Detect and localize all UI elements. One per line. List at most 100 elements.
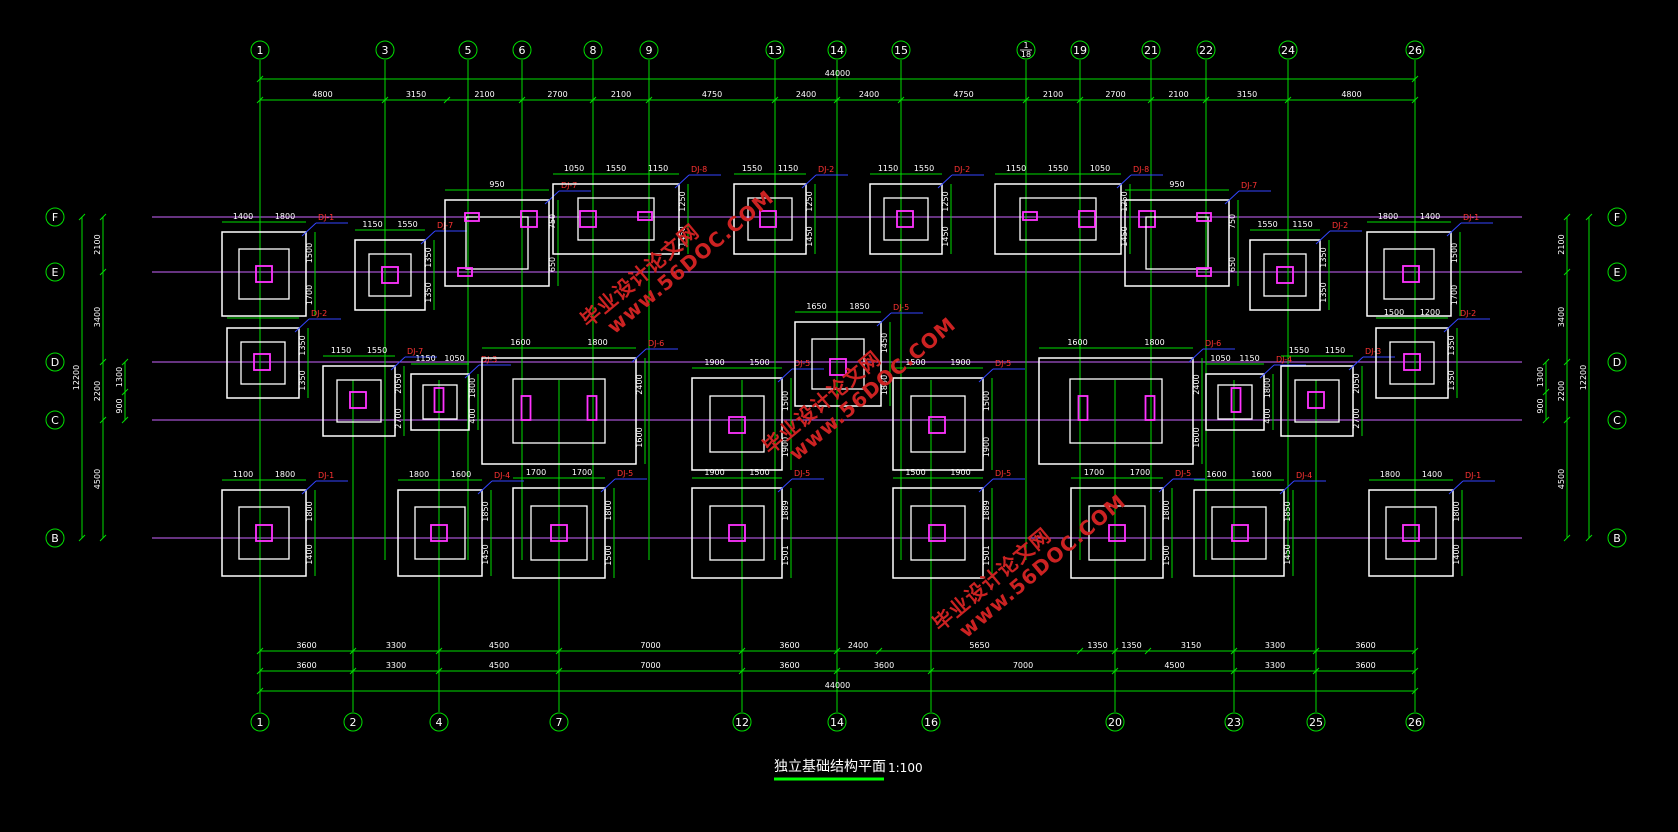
dim-left-inner-label-1: 3400 xyxy=(93,307,102,327)
axis-left-E-circle xyxy=(45,262,65,282)
axis-bottom-6-label: 16 xyxy=(924,716,938,729)
footing-outer xyxy=(691,377,783,471)
tag-leader xyxy=(420,230,436,245)
footing-inner xyxy=(238,506,290,560)
axis-top-2-circle xyxy=(458,40,478,60)
footing-tag: DJ-5 xyxy=(794,359,810,368)
footing-dim-1: 1600 xyxy=(510,338,530,347)
footing-side-dim-1: 1500 xyxy=(982,391,991,411)
axis-top-10-circle xyxy=(1070,40,1090,60)
watermark-url: www.56DOC.COM xyxy=(954,489,1130,642)
axis-bottom-10-label: 26 xyxy=(1408,716,1422,729)
column-1 xyxy=(550,524,568,542)
dim-bottom-1-label-1: 3300 xyxy=(386,641,406,650)
axis-top-3-label: 6 xyxy=(519,44,526,57)
footing-dim-2: 1500 xyxy=(749,468,769,477)
axis-right-F-label: F xyxy=(1614,211,1620,224)
footing-side-dim-1: 1800 xyxy=(1263,378,1272,398)
dim-bottom-2-label-7: 4500 xyxy=(1164,661,1184,670)
column-1 xyxy=(255,524,273,542)
dim-bottom-1-label-9: 3150 xyxy=(1181,641,1201,650)
footing-inner xyxy=(240,341,286,385)
footing-tag: DJ-2 xyxy=(1460,309,1476,318)
dim-top-label-4: 2100 xyxy=(611,90,631,99)
footing-outer xyxy=(552,183,680,255)
column-2 xyxy=(1078,210,1096,228)
tag-leader xyxy=(1279,480,1295,495)
dim-right-inner-label-2: 2200 xyxy=(1557,381,1566,401)
footing-outer xyxy=(733,183,807,255)
dim-top-tick-1 xyxy=(381,96,389,104)
axis-right-C-circle xyxy=(1607,410,1627,430)
column-1 xyxy=(430,524,448,542)
dim-bottom-1-tick-6 xyxy=(875,647,883,655)
tag-leader xyxy=(674,174,690,189)
axis-bottom-6-circle xyxy=(921,712,941,732)
dim-bottom-1-label-0: 3600 xyxy=(296,641,316,650)
dim-right-inner-tick-3 xyxy=(1563,416,1571,424)
footing-dim-1: 1150 xyxy=(331,346,351,355)
footing-side-dim-2: 1700 xyxy=(305,285,314,305)
dim-top-tick-14 xyxy=(1411,96,1419,104)
footing-dim-1: 1550 xyxy=(1257,220,1277,229)
footing-dim-2: 1800 xyxy=(587,338,607,347)
tag-leader xyxy=(1443,318,1459,333)
footing-inner xyxy=(336,379,382,423)
column-2 xyxy=(586,395,598,421)
footing-outer xyxy=(1124,199,1230,287)
dim-right-inner-tick-4 xyxy=(1563,534,1571,542)
footing-dim-3: 1150 xyxy=(648,164,668,173)
footing-side-dim-1: 1889 xyxy=(982,500,991,520)
footing-outer xyxy=(1205,373,1265,431)
dim-right-inner-label-1: 3400 xyxy=(1557,307,1566,327)
column-1 xyxy=(759,210,777,228)
dim-bottom-overall-tick-0 xyxy=(256,687,264,695)
axis-left-F-label: F xyxy=(52,211,58,224)
footing-outer xyxy=(994,183,1122,255)
dim-bottom-1-label-7: 1350 xyxy=(1087,641,1107,650)
footing-dim-1: 1400 xyxy=(233,212,253,221)
axis-left-C-circle xyxy=(45,410,65,430)
axis-bottom-5-circle xyxy=(827,712,847,732)
dim-bottom-2-label-4: 3600 xyxy=(779,661,799,670)
dim-top-tick-12 xyxy=(1202,96,1210,104)
dim-right-outer-tick-1 xyxy=(1585,534,1593,542)
dim-top-tick-6 xyxy=(771,96,779,104)
footing-outer xyxy=(397,489,483,577)
footing-tag: DJ-1 xyxy=(1463,213,1479,222)
footing-outer xyxy=(691,487,783,579)
column-2 xyxy=(457,267,473,277)
footing-dim-2: 1700 xyxy=(1130,468,1150,477)
footing-dim-2: 1150 xyxy=(1325,346,1345,355)
footing-outer xyxy=(1070,487,1164,579)
dim-left-outer-tick-0 xyxy=(78,213,86,221)
column-1 xyxy=(728,416,746,434)
footing-side-dim-1: 1800 xyxy=(604,500,613,520)
footing-tag: DJ-5 xyxy=(1175,469,1191,478)
axis-top-1-circle xyxy=(375,40,395,60)
axis-left-B-circle xyxy=(45,528,65,548)
dim-top-label-2: 2100 xyxy=(474,90,494,99)
axis-bottom-5-label: 14 xyxy=(830,716,844,729)
footing-side-dim-2: 650 xyxy=(548,257,557,272)
tag-leader xyxy=(801,174,817,189)
footing-side-dim-2: 1350 xyxy=(1319,282,1328,302)
footing-inner xyxy=(910,505,966,561)
footing-side-dim-1: 750 xyxy=(1228,214,1237,229)
tag-leader xyxy=(631,348,647,363)
axis-right-E-label: E xyxy=(1614,266,1621,279)
footing-dim-1: 1150 xyxy=(362,220,382,229)
tag-leader xyxy=(1188,348,1204,363)
dim-top-tick-7 xyxy=(833,96,841,104)
footing-side-dim-1: 1250 xyxy=(678,191,687,211)
column-1 xyxy=(1403,353,1421,371)
footing-inner xyxy=(1069,378,1163,444)
